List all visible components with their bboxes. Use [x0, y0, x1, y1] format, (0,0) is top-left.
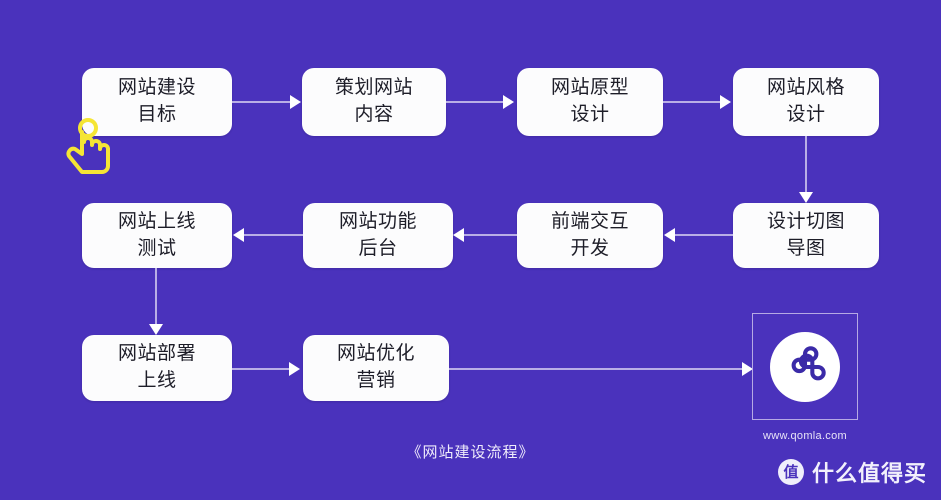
node-backend-line1: 网站功能: [338, 210, 417, 232]
node-deploy[interactable]: 网站部署 上线: [82, 335, 232, 401]
node-content-line2: 内容: [354, 104, 394, 125]
edge-frontend-to-backend: [463, 234, 517, 236]
node-content-line1: 策划网站: [334, 77, 413, 99]
arrowhead-frontend-to-backend: [453, 228, 464, 242]
edge-marketing-to-brand: [449, 368, 745, 370]
watermark-text: 什么值得买: [811, 461, 927, 486]
edge-cutting-to-frontend: [674, 234, 733, 236]
arrowhead-deploy-to-marketing: [289, 362, 300, 376]
node-backend-line2: 后台: [358, 237, 398, 259]
arrowhead-backend-to-testing: [233, 228, 244, 242]
arrowhead-marketing-to-brand: [742, 362, 753, 376]
node-goal-line2: 目标: [137, 104, 177, 125]
edge-deploy-to-marketing: [232, 368, 292, 370]
arrowhead-style-to-cutting: [799, 192, 813, 203]
node-prototype[interactable]: 网站原型 设计: [517, 68, 663, 136]
node-cutting[interactable]: 设计切图 导图: [733, 203, 879, 268]
brand-url: www.qomla.com: [763, 430, 847, 442]
node-testing[interactable]: 网站上线 测试: [82, 203, 232, 268]
node-style-line2: 设计: [786, 104, 826, 125]
node-marketing-line2: 营销: [356, 370, 396, 391]
edge-testing-to-deploy: [155, 268, 157, 328]
node-testing-line1: 网站上线: [117, 210, 196, 232]
node-backend[interactable]: 网站功能 后台: [303, 203, 453, 268]
arrowhead-prototype-to-style: [720, 95, 731, 109]
arrowhead-content-to-prototype: [503, 95, 514, 109]
watermark: 值 什么值得买: [777, 456, 927, 488]
node-testing-line2: 测试: [137, 237, 177, 259]
edge-goal-to-content: [232, 101, 294, 103]
tap-hand-cursor-icon: [66, 118, 110, 174]
brand-logo-disc: [770, 331, 840, 402]
node-goal[interactable]: 网站建设 目标: [82, 68, 232, 136]
edge-style-to-cutting: [805, 136, 807, 196]
diagram-caption: 《网站建设流程》: [406, 444, 535, 461]
node-goal-line1: 网站建设: [117, 77, 196, 99]
edge-backend-to-testing: [243, 234, 303, 236]
node-frontend-line1: 前端交互: [550, 210, 629, 232]
node-cutting-line2: 导图: [786, 237, 826, 259]
node-frontend-line2: 开发: [570, 237, 610, 259]
node-marketing[interactable]: 网站优化 营销: [303, 335, 449, 401]
node-style[interactable]: 网站风格 设计: [733, 68, 879, 136]
node-content[interactable]: 策划网站 内容: [302, 68, 446, 136]
qomla-knot-icon: [791, 345, 826, 380]
node-frontend[interactable]: 前端交互 开发: [517, 203, 663, 268]
edge-content-to-prototype: [446, 101, 506, 103]
node-prototype-line1: 网站原型: [550, 77, 629, 99]
node-deploy-line2: 上线: [137, 370, 177, 391]
node-marketing-line1: 网站优化: [336, 343, 415, 365]
arrowhead-goal-to-content: [290, 95, 301, 109]
node-cutting-line1: 设计切图: [766, 210, 845, 232]
edge-prototype-to-style: [663, 101, 723, 103]
brand-logo-frame: [752, 313, 858, 420]
watermark-badge-icon: 值: [777, 459, 804, 485]
arrowhead-testing-to-deploy: [149, 324, 163, 335]
arrowhead-cutting-to-frontend: [664, 228, 675, 242]
node-style-line1: 网站风格: [766, 77, 845, 99]
node-deploy-line1: 网站部署: [117, 343, 196, 365]
node-prototype-line2: 设计: [570, 104, 610, 125]
